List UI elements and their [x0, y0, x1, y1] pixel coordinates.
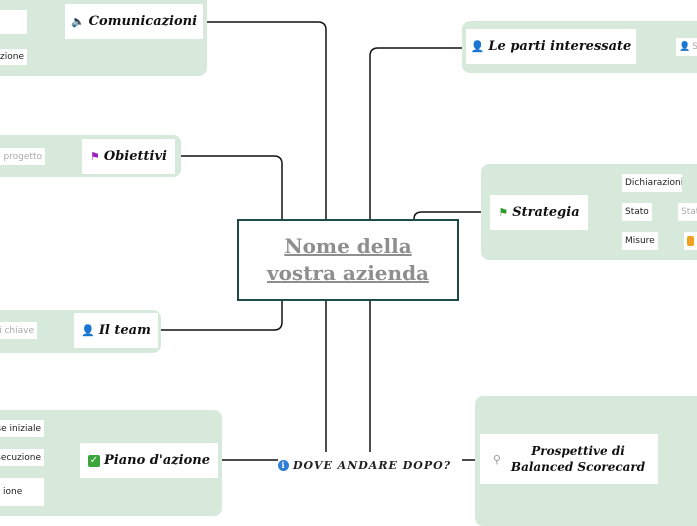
topic-obiettivi-label: Obiettivi [103, 149, 167, 164]
leaf-comunicazioni-2[interactable]: azione [0, 49, 27, 65]
connector-comunicazioni [203, 21, 327, 452]
connector-strategia [413, 211, 490, 220]
leaf-obiettivi-1[interactable]: l progetto [0, 148, 45, 165]
check-icon: ✓ [88, 454, 100, 467]
central-title-line2: vostra azienda [266, 261, 430, 285]
warning-icon [687, 236, 694, 246]
leaf-strategia-misure-value[interactable] [684, 232, 697, 250]
info-icon: i [278, 459, 289, 471]
topic-prospettive-line1: Prospettive di [531, 444, 625, 458]
flag-icon: ⚑ [498, 206, 509, 219]
connector-parti [369, 47, 466, 452]
leaf-piano-2[interactable]: esecuzione [0, 449, 44, 466]
topic-strategia[interactable]: ⚑ Strategia [490, 195, 588, 230]
connector-team [158, 301, 283, 331]
topic-piano-label: Piano d'azione [104, 453, 210, 468]
topic-parti-label: Le parti interessate [488, 39, 632, 54]
speaker-icon: 🔈 [70, 15, 85, 28]
leaf-piano-1[interactable]: ase iniziale [0, 420, 44, 437]
topic-strategia-label: Strategia [512, 205, 580, 220]
leaf-strategia-stato-value[interactable]: Stat [678, 203, 697, 221]
next-step-node[interactable]: i DOVE ANDARE DOPO? [278, 454, 452, 476]
leaf-piano-3[interactable]: ione [0, 478, 44, 506]
leaf-strategia-dichiarazioni[interactable]: Dichiarazioni [622, 174, 682, 192]
topic-prospettive-line2: Balanced Scorecard [510, 460, 646, 474]
topic-obiettivi[interactable]: ⚑ Obiettivi [82, 139, 175, 174]
topic-prospettive-label: Prospettive di Balanced Scorecard [511, 443, 645, 475]
flag-icon: ⚑ [90, 150, 100, 163]
connector-obiettivi [175, 155, 283, 219]
topic-prospettive[interactable]: ⚲ Prospettive di Balanced Scorecard [480, 434, 658, 484]
leaf-parti-1[interactable]: 👤 S [676, 38, 697, 56]
topic-comunicazioni[interactable]: 🔈 Comunicazioni [65, 4, 203, 39]
topic-parti[interactable]: 👤 Le parti interessate [466, 29, 636, 64]
topic-piano[interactable]: ✓ Piano d'azione [80, 443, 218, 478]
person-icon: 👤 [81, 324, 95, 337]
person-icon: 👤 [679, 42, 691, 52]
leaf-strategia-stato[interactable]: Stato [622, 203, 652, 221]
central-node[interactable]: Nome della vostra azienda [237, 219, 459, 301]
topic-team-label: Il team [98, 323, 151, 338]
person-icon: 👤 [470, 40, 485, 53]
central-title-line1: Nome della [284, 234, 412, 258]
central-title: Nome della vostra azienda [267, 233, 429, 287]
magnifier-icon: ⚲ [492, 452, 501, 466]
leaf-strategia-misure[interactable]: Misure [622, 232, 658, 250]
topic-comunicazioni-label: Comunicazioni [88, 14, 198, 29]
next-step-label: DOVE ANDARE DOPO? [293, 458, 452, 472]
topic-team[interactable]: 👤 Il team [74, 313, 158, 348]
leaf-parti-1-label: S [692, 42, 697, 52]
leaf-comunicazioni-1[interactable] [0, 10, 27, 34]
leaf-team-1[interactable]: li chiave [0, 322, 37, 339]
